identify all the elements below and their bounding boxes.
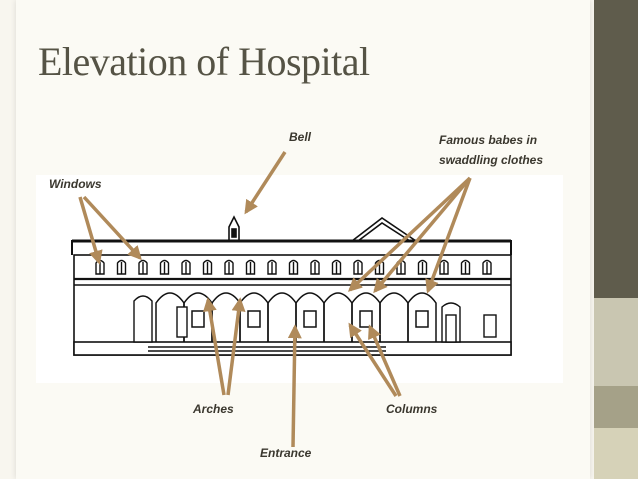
- hospital-elevation-drawing: [36, 175, 563, 383]
- building-drawing: [71, 215, 512, 356]
- arches-arrow-2: [226, 297, 246, 396]
- entrance-label: Entrance: [260, 446, 312, 460]
- columns-label: Columns: [386, 402, 438, 416]
- famous-babes-label-line1: Famous babes in: [439, 133, 538, 147]
- windows-arrow-1: [78, 196, 103, 265]
- arcade-window: [359, 310, 373, 328]
- columns-arrow-2: [368, 324, 402, 397]
- slide-title: Elevation of Hospital: [38, 39, 370, 84]
- sidebar-block-top: [594, 298, 638, 386]
- sidebar-block-bottom: [594, 428, 638, 479]
- arcade-window: [191, 310, 205, 328]
- windows-arrow-2: [82, 195, 142, 261]
- famous-babes-label-line2: swaddling clothes: [439, 153, 544, 167]
- famous-arrow-3: [425, 177, 472, 294]
- arches-arrow-1: [202, 297, 226, 396]
- arcade-window: [303, 310, 317, 328]
- famous-arrow-1: [347, 176, 472, 292]
- arches-label: Arches: [193, 402, 234, 416]
- entrance-arrow: [287, 324, 302, 448]
- arcade-window: [247, 310, 261, 328]
- bell-arrow: [244, 151, 287, 215]
- arcade-arch: [407, 292, 437, 342]
- columns-arrow-1: [348, 322, 398, 397]
- sidebar-block-mid: [594, 386, 638, 428]
- arcade-window: [415, 310, 429, 328]
- windows-label: Windows: [49, 177, 102, 191]
- bell-label: Bell: [289, 130, 312, 144]
- famous-arrow-2: [373, 176, 472, 294]
